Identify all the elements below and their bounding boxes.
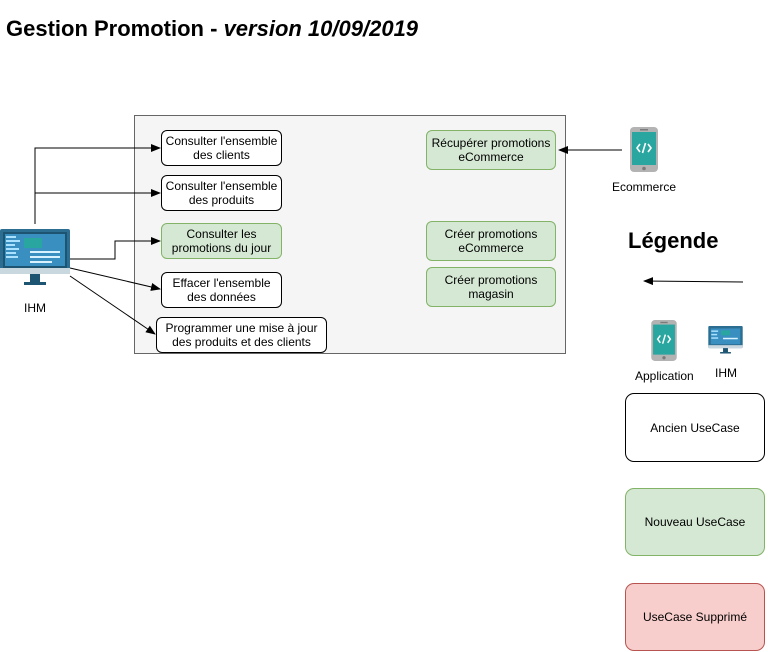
legend-arrow bbox=[643, 277, 744, 286]
usecase-programmer-maj: Programmer une mise à jour des produits … bbox=[156, 317, 327, 353]
title-version: version 10/09/2019 bbox=[223, 16, 419, 41]
diagram-title: Gestion Promotion - version 10/09/2019 bbox=[6, 16, 418, 42]
usecase-consulter-promotions: Consulter les promotions du jour bbox=[161, 223, 282, 259]
monitor-icon bbox=[708, 326, 743, 354]
legend-title: Légende bbox=[628, 228, 719, 253]
edge-ihm-programmer bbox=[69, 275, 156, 335]
usecase-recuperer-promotions: Récupérer promotions eCommerce bbox=[426, 130, 556, 170]
usecase-effacer-donnees: Effacer l'ensemble des données bbox=[161, 272, 282, 308]
smartphone-code-icon bbox=[651, 320, 677, 361]
title-main: Gestion Promotion - bbox=[6, 16, 224, 41]
usecase-consulter-produits: Consulter l'ensemble des produits bbox=[161, 175, 282, 211]
actor-ecommerce-label: Ecommerce bbox=[612, 180, 677, 194]
usecase-creer-promotions-ecommerce: Créer promotions eCommerce bbox=[426, 221, 556, 261]
actor-ihm-label: IHM bbox=[24, 301, 46, 315]
smartphone-code-icon bbox=[630, 127, 658, 172]
monitor-icon bbox=[0, 229, 70, 285]
edge-ihm-promotions bbox=[70, 237, 161, 260]
edge-ihm-effacer bbox=[69, 267, 161, 291]
legend-application-label: Application bbox=[635, 369, 694, 383]
legend-ancien-usecase: Ancien UseCase bbox=[625, 393, 765, 462]
legend-nouveau-usecase: Nouveau UseCase bbox=[625, 488, 765, 556]
usecase-creer-promotions-magasin: Créer promotions magasin bbox=[426, 267, 556, 307]
legend-ihm-label: IHM bbox=[715, 366, 737, 380]
usecase-consulter-clients: Consulter l'ensemble des clients bbox=[161, 130, 282, 166]
edge-ihm-clients bbox=[34, 144, 161, 224]
legend-supprime-usecase: UseCase Supprimé bbox=[625, 583, 765, 651]
